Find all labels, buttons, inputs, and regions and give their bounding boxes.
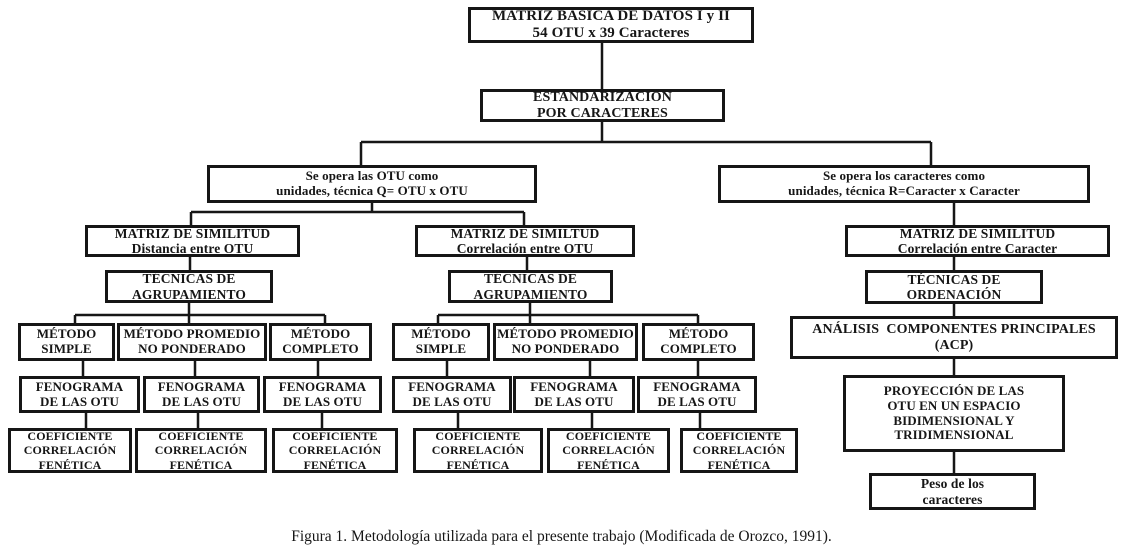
node-fenograma-6: FENOGRAMA DE LAS OTU	[637, 376, 757, 413]
node-metodo-promedio-2: MÉTODO PROMEDIO NO PONDERADO	[493, 323, 638, 361]
connector-split-agrupamiento-2	[436, 303, 700, 323]
node-peso-caracteres: Peso de los caracteres	[869, 473, 1036, 510]
node-coeficiente-4: COEFICIENTE CORRELACIÓN FENÉTICA	[413, 428, 543, 473]
node-coeficiente-2: COEFICIENTE CORRELACIÓN FENÉTICA	[135, 428, 267, 473]
node-matriz-basica-datos: MATRIZ BÁSICA DE DATOS I y II 54 OTU x 3…	[468, 7, 754, 43]
node-metodo-completo-1: MÉTODO COMPLETO	[269, 323, 372, 361]
node-se-opera-caracteres: Se opera los caracteres como unidades, t…	[718, 165, 1090, 203]
node-fenograma-1: FENOGRAMA DE LAS OTU	[19, 376, 140, 413]
connector-stubs-middle	[445, 361, 702, 428]
figure-caption: Figura 1. Metodología utilizada para el …	[291, 528, 832, 545]
node-coeficiente-3: COEFICIENTE CORRELACIÓN FENÉTICA	[272, 428, 398, 473]
node-estandarizacion: ESTANDARIZACIÓN POR CARACTERES	[480, 89, 725, 122]
node-matriz-similitud-distancia-otu: MATRIZ DE SIMILITUD Distancia entre OTU	[85, 225, 300, 257]
node-matriz-similitud-correlacion-caracter: MATRIZ DE SIMILITUD Correlación entre Ca…	[845, 225, 1110, 257]
node-fenograma-4: FENOGRAMA DE LAS OTU	[392, 376, 512, 413]
connector-split-main	[359, 120, 933, 165]
node-tecnicas-agrupamiento-1: TÉCNICAS DE AGRUPAMIENTO	[105, 270, 273, 303]
node-metodo-simple-2: MÉTODO SIMPLE	[392, 323, 490, 361]
node-matriz-similtud-correlacion-otu: MATRIZ DE SIMILTUD Correlación entre OTU	[415, 225, 635, 257]
node-metodo-completo-2: MÉTODO COMPLETO	[642, 323, 755, 361]
connector-matriz-tecnicas	[188, 257, 529, 270]
node-tecnicas-agrupamiento-2: TÉCNICAS DE AGRUPAMIENTO	[448, 270, 613, 303]
node-fenograma-5: FENOGRAMA DE LAS OTU	[513, 376, 635, 413]
connector-split-agrupamiento-1	[73, 303, 327, 323]
node-metodo-simple-1: MÉTODO SIMPLE	[18, 323, 115, 361]
node-fenograma-3: FENOGRAMA DE LAS OTU	[263, 376, 382, 413]
node-coeficiente-5: COEFICIENTE CORRELACIÓN FENÉTICA	[547, 428, 670, 473]
node-proyeccion-otu-espacio: PROYECCIÓN DE LAS OTU EN UN ESPACIO BIDI…	[843, 375, 1065, 452]
node-analisis-componentes-principales: ANÁLISIS COMPONENTES PRINCIPALES (ACP)	[790, 316, 1118, 359]
node-se-opera-otu: Se opera las OTU como unidades, técnica …	[207, 165, 537, 203]
node-coeficiente-6: COEFICIENTE CORRELACIÓN FENÉTICA	[680, 428, 798, 473]
node-coeficiente-1: COEFICIENTE CORRELACIÓN FENÉTICA	[8, 428, 132, 473]
node-fenograma-2: FENOGRAMA DE LAS OTU	[143, 376, 260, 413]
connector-stubs-left	[81, 361, 324, 428]
node-tecnicas-ordenacion: TÉCNICAS DE ORDENACIÓN	[865, 270, 1043, 304]
connector-split-otu	[189, 203, 526, 225]
node-metodo-promedio-1: MÉTODO PROMEDIO NO PONDERADO	[117, 323, 267, 361]
